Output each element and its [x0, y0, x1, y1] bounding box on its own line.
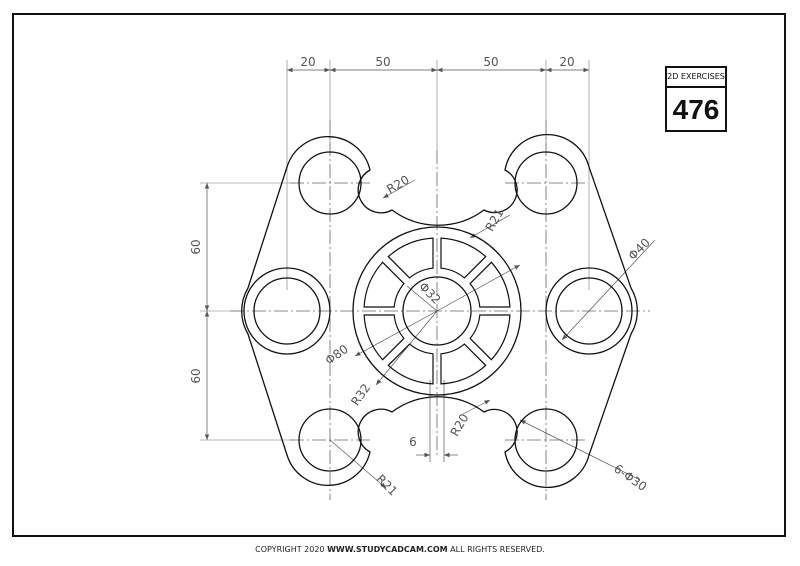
ring-slot: [440, 237, 487, 279]
dim-text-50-left: 50: [375, 55, 390, 69]
hole-top-right: [514, 151, 578, 215]
extension-lines: [200, 60, 590, 441]
leader-r20-top: [382, 179, 416, 199]
dim-text-r32: R32: [348, 381, 373, 408]
dim-text-phi40: Φ40: [625, 235, 652, 262]
ring-slot: [387, 343, 434, 385]
ring-slot: [469, 261, 511, 308]
boss-left-outer: [243, 267, 331, 355]
title-block: 2D EXERCISES 476: [665, 66, 727, 132]
ring-slot: [440, 343, 487, 385]
hub-inner-circle: [402, 276, 472, 346]
hub-outer-circle: [352, 226, 522, 396]
dim-text-r20-top: R20: [384, 173, 411, 197]
hole-right: [555, 277, 623, 345]
ring-slot: [363, 314, 405, 361]
dim-text-phi32: Φ32: [416, 279, 443, 306]
dim-text-r20-bottom: R20: [448, 411, 472, 438]
leader-phi32: [406, 285, 438, 312]
copyright-footer: COPYRIGHT 2020 WWW.STUDYCADCAM.COM ALL R…: [0, 545, 800, 554]
dim-text-20-right: 20: [559, 55, 574, 69]
outer-profile: [241, 133, 638, 489]
ring-slot: [387, 237, 434, 279]
ring-slots: [363, 237, 511, 385]
leader-r21-lower: [329, 439, 387, 489]
dim-text-20-left: 20: [300, 55, 315, 69]
ring-slot: [469, 314, 511, 361]
footer-prefix: COPYRIGHT 2020: [255, 545, 328, 554]
drawing-frame: [12, 13, 786, 537]
leader-phi40: [561, 239, 656, 341]
hole-top-left: [298, 151, 362, 215]
ring-slot: [363, 261, 405, 308]
dim-text-50-right: 50: [483, 55, 498, 69]
dimension-lines: [204, 67, 656, 489]
dimension-texts: 20 50 50 20 60 60 R20 R21 Φ80 Φ32 Φ40 R3…: [189, 55, 653, 498]
leader-hole-spec: [519, 419, 641, 481]
dim-text-slot-6: 6: [409, 435, 417, 449]
boss-right-outer: [545, 267, 633, 355]
leader-phi80-a: [436, 264, 521, 312]
dim-text-60-lower: 60: [189, 368, 203, 383]
leader-r21-upper: [469, 214, 511, 239]
hole-bottom-right: [514, 408, 578, 472]
hole-left: [253, 277, 321, 345]
dim-text-phi80: Φ80: [323, 342, 351, 368]
dim-text-60-upper: 60: [189, 239, 203, 254]
hole-bottom-left: [298, 408, 362, 472]
exercise-number: 476: [672, 94, 720, 125]
dim-text-hole-spec: 6-Φ30: [611, 461, 649, 494]
leader-phi80-b: [354, 310, 438, 357]
dim-text-r21-lower: R21: [374, 472, 401, 499]
center-lines: [230, 120, 650, 500]
footer-suffix: ALL RIGHTS RESERVED.: [447, 545, 545, 554]
footer-site: WWW.STUDYCADCAM.COM: [327, 545, 448, 554]
part-outline: [241, 133, 638, 489]
title-block-label: 2D EXERCISES: [667, 68, 725, 88]
